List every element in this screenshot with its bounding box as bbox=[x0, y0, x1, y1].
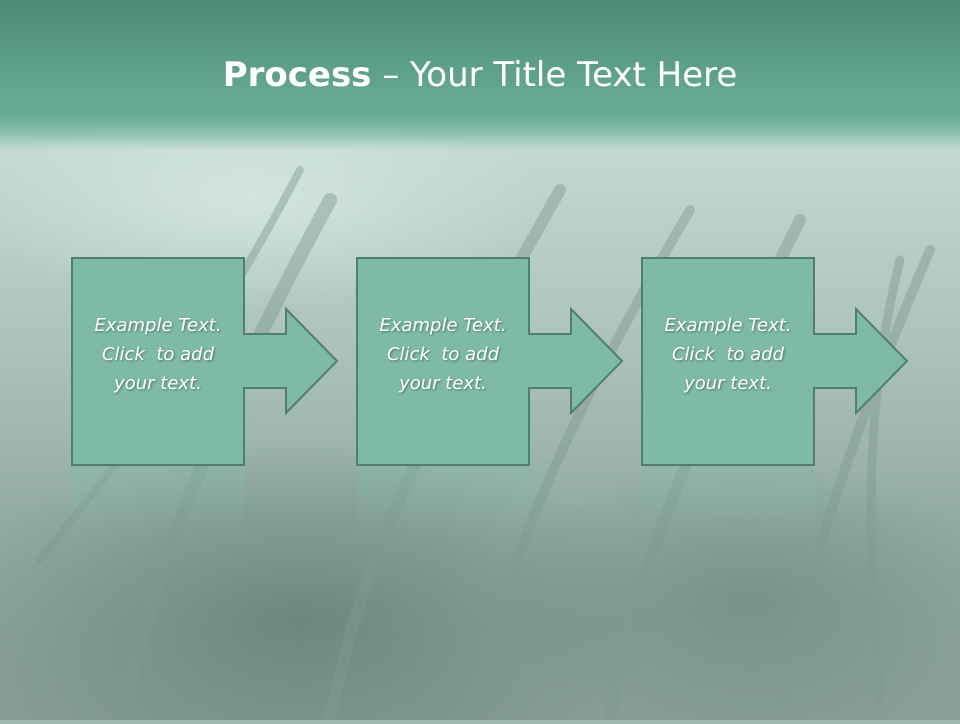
slide-title[interactable]: Process – Your Title Text Here bbox=[0, 52, 960, 98]
process-step-3-shape[interactable] bbox=[641, 257, 909, 466]
step-text-line: your text. bbox=[684, 373, 772, 394]
process-step-1-shape[interactable] bbox=[71, 257, 339, 466]
title-bold: Process bbox=[222, 55, 372, 95]
step-text-line: Example Text. bbox=[664, 315, 792, 336]
process-step-2-text[interactable]: Example Text. Click to add your text. bbox=[357, 311, 529, 398]
step-text-line: Click to add bbox=[386, 344, 499, 365]
reflections bbox=[72, 468, 814, 538]
step-text-line: your text. bbox=[114, 373, 202, 394]
step-text-line: your text. bbox=[399, 373, 487, 394]
process-step-1-text[interactable]: Example Text. Click to add your text. bbox=[72, 311, 244, 398]
process-step-3-text[interactable]: Example Text. Click to add your text. bbox=[642, 311, 814, 398]
step-text-line: Example Text. bbox=[379, 315, 507, 336]
title-bar bbox=[0, 0, 960, 150]
step-text-line: Click to add bbox=[101, 344, 214, 365]
title-rest: – Your Title Text Here bbox=[371, 55, 738, 95]
step-text-line: Example Text. bbox=[94, 315, 222, 336]
step-text-line: Click to add bbox=[671, 344, 784, 365]
process-step-2-shape[interactable] bbox=[356, 257, 624, 466]
